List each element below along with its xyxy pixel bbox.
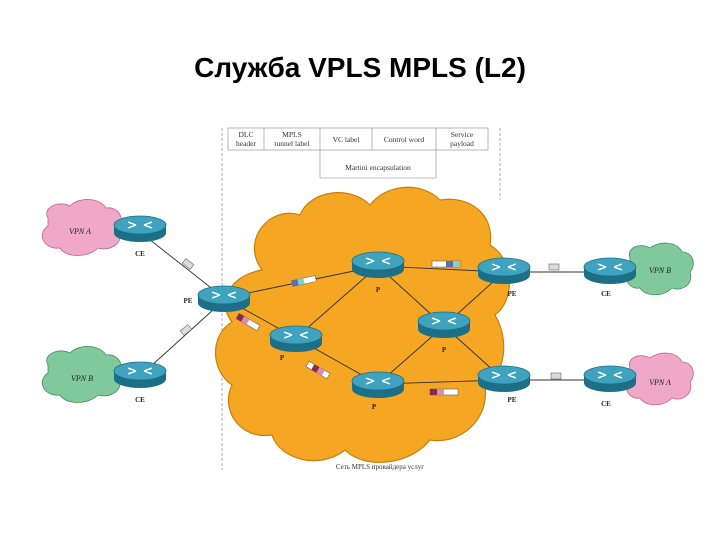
vpn-b-right-cloud: VPN B (626, 242, 694, 296)
packet-pe-ce-bottom-right (550, 372, 562, 380)
label-pe-left: PE (184, 297, 193, 305)
label-ce-bottom-right: CE (601, 400, 611, 408)
router-ce-bottom-left (113, 361, 167, 389)
router-ce-bottom-right (583, 365, 637, 393)
router-pe-left (197, 285, 251, 313)
router-ce-top-right (583, 257, 637, 285)
header-field-vc-label: VC label (333, 135, 360, 144)
mpls-network-caption: Сеть MPLS провайдера услуг (336, 463, 424, 471)
header-field-mpls-line1: MPLS (282, 130, 302, 139)
label-p-center: P (442, 346, 447, 354)
header-caption: Martini encapsulation (345, 163, 411, 172)
packets (179, 258, 562, 396)
header-field-mpls-line2: tunnel label (274, 139, 309, 148)
router-p-top (351, 251, 405, 279)
header-field-dlc-line2: header (236, 139, 256, 148)
label-pe-top-right: PE (508, 290, 517, 298)
vpn-b-left-label: VPN B (71, 374, 93, 383)
label-ce-top-left: CE (135, 250, 145, 258)
slide-title: Служба VPLS MPLS (L2) (194, 52, 526, 83)
vpn-a-left-cloud: VPN A (41, 199, 122, 256)
packet-ce-pe-bottom (179, 324, 193, 336)
header-field-service-line2: payload (450, 139, 474, 148)
header-field-service-line1: Service (451, 130, 474, 139)
label-ce-bottom-left: CE (135, 396, 145, 404)
router-pe-bottom-right (477, 365, 531, 393)
router-p-center (417, 311, 471, 339)
packet-pe-ce-top-right (548, 263, 560, 271)
label-p-bottom: P (372, 403, 377, 411)
label-p-top: P (376, 286, 381, 294)
router-pe-top-right (477, 257, 531, 285)
router-p-left (269, 325, 323, 353)
label-ce-top-right: CE (601, 290, 611, 298)
label-pe-bottom-right: PE (508, 396, 517, 404)
packet-p-pe-bottom (429, 388, 459, 396)
vpn-a-left-label: VPN A (69, 227, 91, 236)
frame-header: DLC header MPLS tunnel label VC label Co… (221, 127, 501, 470)
packet-p-p-top (431, 260, 461, 268)
packet-pe-p-lower (235, 312, 261, 332)
header-field-dlc-line1: DLC (239, 130, 254, 139)
routers: CE CE PE P P P P PE PE CE CE (113, 215, 637, 411)
vpn-a-right-cloud: VPN A (626, 352, 694, 406)
packet-ce-pe-top (181, 258, 195, 270)
header-field-control-word: Control word (384, 135, 424, 144)
vpn-a-right-label: VPN A (649, 378, 671, 387)
router-p-bottom (351, 371, 405, 399)
packet-p-p-diagonal (305, 360, 331, 380)
packet-pe-p-upper (291, 275, 317, 287)
label-p-left: P (280, 354, 285, 362)
vpn-b-right-label: VPN B (649, 266, 671, 275)
vpn-b-left-cloud: VPN B (41, 346, 122, 403)
router-ce-top-left (113, 215, 167, 243)
